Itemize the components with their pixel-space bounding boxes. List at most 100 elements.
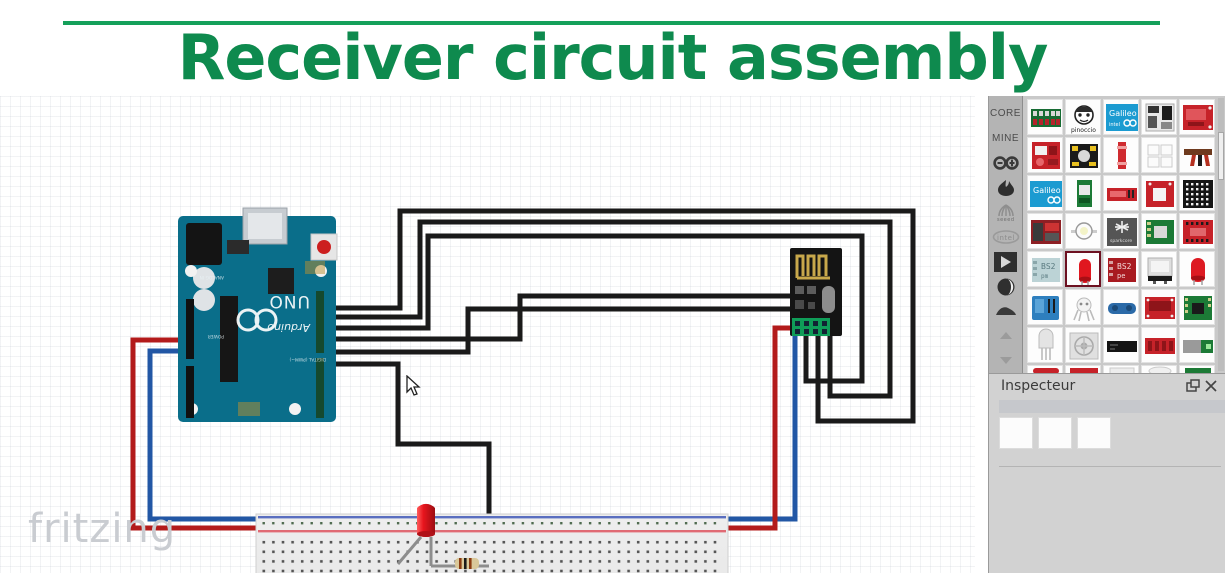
bin-tab-snapshot[interactable] [990,249,1022,274]
parts-bin-panel[interactable]: CORE MINE [988,96,1225,373]
parts-bin-scrollbar-thumb[interactable] [1218,132,1224,180]
part-bs2-pe[interactable]: BS2 pe [1103,251,1139,287]
part-red-board-3[interactable] [1141,289,1177,325]
arduino-uno-component[interactable]: Arduino UNO DIGITAL (PWM~) ANALOG IN POW… [178,207,338,422]
part-galileo-gen1[interactable]: Galileo intel [1103,99,1139,135]
part-partial-a[interactable] [1027,365,1063,373]
part-grey-fan[interactable] [1065,327,1101,363]
triangle-up-icon [999,332,1012,340]
part-dark-board[interactable] [1027,213,1063,249]
bin-tab-shield[interactable] [990,299,1022,324]
bin-tab-intel[interactable]: intel [990,225,1022,250]
part-partial-d[interactable] [1141,365,1177,373]
part-pinoccio[interactable]: pinoccio [1065,99,1101,135]
part-usb-jack[interactable] [1141,251,1177,287]
part-green-mcu[interactable] [1179,289,1215,325]
part-red-board-2[interactable] [1141,175,1177,211]
part-green-usb[interactable] [1179,327,1215,363]
circuit-drawing: Arduino UNO DIGITAL (PWM~) ANALOG IN POW… [130,207,916,573]
part-red-led-2[interactable] [1179,251,1215,287]
float-window-icon[interactable] [1186,379,1200,393]
seeed-icon: seeed [997,204,1015,222]
bin-tab-mine[interactable]: MINE [992,132,1019,144]
part-partial-b[interactable] [1065,365,1101,373]
fritzing-breadboard-canvas[interactable]: Arduino UNO DIGITAL (PWM~) ANALOG IN POW… [0,96,975,573]
part-partial-c[interactable] [1103,365,1139,373]
svg-text:pm: pm [1041,273,1049,280]
part-red-vertical[interactable] [1103,137,1139,173]
bin-tab-scroll-up[interactable] [990,324,1022,349]
bin-tab-moon[interactable] [990,274,1022,299]
inspector-preview-slot[interactable] [1077,417,1111,449]
part-red-board-4[interactable] [1141,327,1177,363]
part-white-quad[interactable] [1141,137,1177,173]
resistor-component[interactable] [431,558,489,569]
part-blue-pill[interactable] [1103,289,1139,325]
part-terminal-block[interactable] [1027,99,1063,135]
part-camera-module[interactable] [1141,99,1177,135]
intel-icon: intel [992,230,1019,244]
part-galileo-gen2[interactable]: Galileo [1027,175,1063,211]
svg-text:Galileo: Galileo [1109,109,1137,118]
svg-text:intel: intel [997,234,1015,242]
parts-bin-tab-strip[interactable]: CORE MINE [989,96,1023,373]
svg-text:BS2: BS2 [1117,262,1132,271]
part-green-module[interactable] [1065,175,1101,211]
svg-text:pinoccio: pinoccio [1071,127,1096,134]
part-red-led[interactable] [1065,251,1101,287]
part-black-bar[interactable] [1103,327,1139,363]
play-square-icon [994,251,1017,272]
inspector-preview-slot[interactable] [999,417,1033,449]
svg-text:pe: pe [1117,272,1125,280]
part-red-board-1[interactable] [1103,175,1139,211]
bin-tab-arduino[interactable] [990,150,1022,175]
svg-text:sparkcore: sparkcore [1110,238,1132,244]
part-motor-driver[interactable] [1065,137,1101,173]
inspector-preview-row [999,417,1111,449]
svg-text:intel: intel [1109,122,1120,128]
inspector-title: Inspecteur [1001,378,1076,394]
shield-icon [995,307,1016,316]
part-led-matrix[interactable] [1179,175,1215,211]
mouse-cursor [406,375,421,396]
close-icon[interactable] [1204,379,1218,393]
inspector-panel[interactable]: Inspecteur [988,373,1225,573]
breadboard-component[interactable] [255,513,729,573]
part-ribbon-connector[interactable] [1179,137,1215,173]
part-transistor[interactable] [1027,327,1063,363]
signal-wire-group [327,208,916,562]
inspector-divider [999,466,1221,467]
part-white-spider[interactable] [1065,289,1101,325]
triangle-down-icon [999,357,1012,365]
red-led-component[interactable] [396,503,435,566]
part-partial-e[interactable] [1179,365,1215,373]
part-green-chip[interactable] [1141,213,1177,249]
svg-text:seeed: seeed [997,217,1015,222]
infinity-icon [992,156,1019,170]
slide-header: Receiver circuit assembly [0,0,1225,96]
part-sparkfun-red-2[interactable] [1027,137,1063,173]
part-sparkfun-red-1[interactable] [1179,99,1215,135]
part-blue-shield[interactable] [1027,289,1063,325]
inspector-preview-slot[interactable] [1038,417,1072,449]
bin-tab-sparkfun[interactable] [990,175,1022,200]
bin-tab-seeed[interactable]: seeed [990,200,1022,225]
part-bs2-pack[interactable]: BS2 pm [1027,251,1063,287]
part-red-header[interactable] [1179,213,1215,249]
parts-bin-scroll-area[interactable]: pinoccio Galileo intel [1024,96,1217,373]
bin-tab-core[interactable]: CORE [990,107,1021,119]
nrf24l01-component[interactable] [790,248,842,336]
svg-text:UNO: UNO [268,291,310,311]
moon-icon [997,278,1014,295]
part-white-led[interactable] [1065,213,1101,249]
svg-text:Galileo: Galileo [1033,186,1061,195]
part-sparkcore[interactable]: sparkcore [1103,213,1139,249]
parts-bin-scrollbar[interactable] [1218,98,1224,371]
bin-tab-scroll-down[interactable] [990,348,1022,373]
inspector-title-bar: Inspecteur [989,374,1225,399]
svg-text:Arduino: Arduino [267,321,311,334]
title-divider-rule [63,21,1160,25]
flame-icon [997,179,1014,196]
parts-bin-grid[interactable]: pinoccio Galileo intel [1027,99,1217,373]
